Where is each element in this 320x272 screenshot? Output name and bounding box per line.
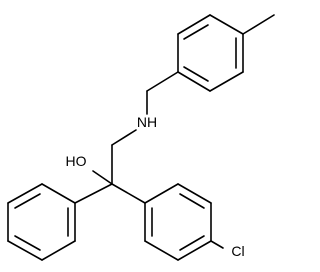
bond (177, 14, 211, 35)
aromatic-inner-bond (179, 235, 205, 251)
bond (7, 240, 43, 261)
bond (144, 240, 179, 261)
bond (41, 240, 76, 261)
structure-canvas: NH HO Cl (7, 14, 275, 261)
bond (177, 240, 212, 261)
bond (146, 71, 179, 92)
molecule-drawing: NH HO Cl (7, 14, 275, 261)
chlorine-label: Cl (231, 243, 244, 259)
phenyl-ring (7, 183, 76, 261)
aromatic-inner-bond (183, 66, 209, 82)
bond (209, 14, 244, 35)
aromatic-inner-bond (183, 24, 209, 40)
bond (209, 71, 244, 92)
bond (41, 183, 76, 204)
aromatic-inner-bond (14, 193, 41, 209)
bond (177, 183, 212, 204)
methyl-bond (242, 14, 275, 35)
bond (144, 183, 179, 204)
tolyl-ring (177, 14, 244, 92)
bond (177, 71, 211, 92)
hydroxyl-label: HO (66, 153, 87, 169)
chlorophenyl-ring (144, 183, 212, 261)
bond (92, 170, 113, 185)
aromatic-inner-bond (14, 235, 41, 251)
amine-label: NH (137, 114, 157, 130)
bond (111, 129, 137, 146)
chlorine-bond (210, 240, 224, 249)
bond (7, 183, 43, 204)
bond (74, 183, 113, 204)
aromatic-inner-bond (179, 193, 205, 209)
bond (111, 183, 146, 204)
